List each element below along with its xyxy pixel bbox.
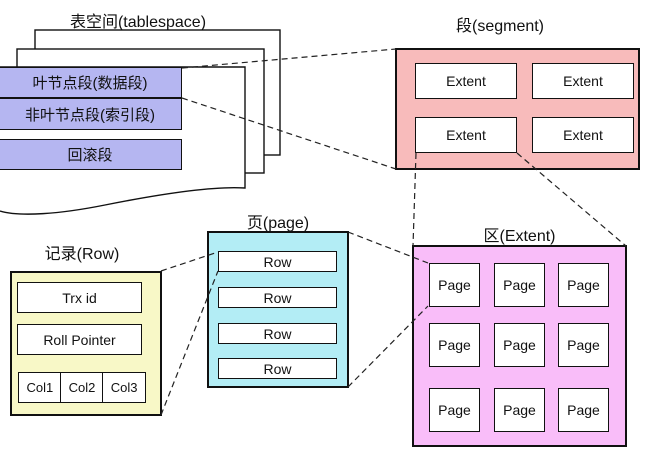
- roll-pointer-cell: Roll Pointer: [17, 324, 142, 355]
- page-cell: Page: [558, 388, 609, 432]
- col-cell: Col2: [60, 372, 104, 403]
- rollback-segment-bar: 回滚段: [0, 139, 182, 170]
- page-cell-label: Page: [567, 337, 600, 353]
- non-leaf-node-segment-label: 非叶节点段(索引段): [25, 106, 155, 124]
- row-cell: Row: [218, 323, 337, 344]
- page-cell-label: Page: [503, 402, 536, 418]
- record-columns: Col1 Col2 Col3: [18, 372, 147, 403]
- row-cell: Row: [218, 358, 337, 379]
- row-cell: Row: [218, 251, 337, 272]
- page-title: 页(page): [246, 215, 310, 232]
- col-cell: Col1: [18, 372, 62, 403]
- extent-cell-label: Extent: [563, 127, 603, 143]
- rollback-segment-label: 回滚段: [67, 147, 113, 164]
- col-cell-label: Col2: [68, 380, 96, 395]
- segment-title: 段(segment): [455, 18, 545, 35]
- row-cell-label: Row: [263, 253, 292, 270]
- extent-cell: Extent: [415, 63, 517, 99]
- col-cell-label: Col1: [26, 380, 54, 395]
- non-leaf-node-segment-bar: 非叶节点段(索引段): [0, 98, 182, 130]
- extent-cell-label: Extent: [446, 73, 486, 89]
- page-cell-label: Page: [567, 402, 600, 418]
- page-cell-label: Page: [438, 402, 471, 418]
- page-cell: Page: [558, 323, 609, 367]
- page-cell: Page: [429, 263, 480, 307]
- page-cell: Page: [429, 388, 480, 432]
- extent-cell: Extent: [532, 63, 634, 99]
- leaf-node-segment-label: 叶节点段(数据段): [32, 75, 148, 92]
- extent-cell: Extent: [532, 117, 634, 153]
- page-cell-label: Page: [503, 277, 536, 293]
- extent-cell-label: Extent: [563, 73, 603, 89]
- page-cell-label: Page: [438, 337, 471, 353]
- page-cell-label: Page: [503, 337, 536, 353]
- col-cell: Col3: [102, 372, 147, 403]
- leaf-node-segment-bar: 叶节点段(数据段): [0, 67, 182, 98]
- roll-pointer-label: Roll Pointer: [43, 331, 116, 348]
- record-title: 记录(Row): [44, 246, 120, 263]
- row-cell: Row: [218, 287, 337, 308]
- row-cell-label: Row: [263, 325, 292, 342]
- page-cell-label: Page: [567, 277, 600, 293]
- page-cell: Page: [558, 263, 609, 307]
- page-cell-label: Page: [438, 277, 471, 293]
- col-cell-label: Col3: [110, 380, 138, 395]
- tablespace-title: 表空间(tablespace): [69, 14, 207, 31]
- row-cell-label: Row: [263, 360, 292, 377]
- page-cell: Page: [494, 263, 545, 307]
- page-cell: Page: [494, 388, 545, 432]
- trx-id-cell: Trx id: [17, 282, 142, 313]
- page-cell: Page: [494, 323, 545, 367]
- extent-title: 区(Extent): [483, 228, 556, 245]
- trx-id-label: Trx id: [62, 289, 97, 306]
- extent-cell: Extent: [415, 117, 517, 153]
- extent-cell-label: Extent: [446, 127, 486, 143]
- row-cell-label: Row: [263, 289, 292, 306]
- page-cell: Page: [429, 323, 480, 367]
